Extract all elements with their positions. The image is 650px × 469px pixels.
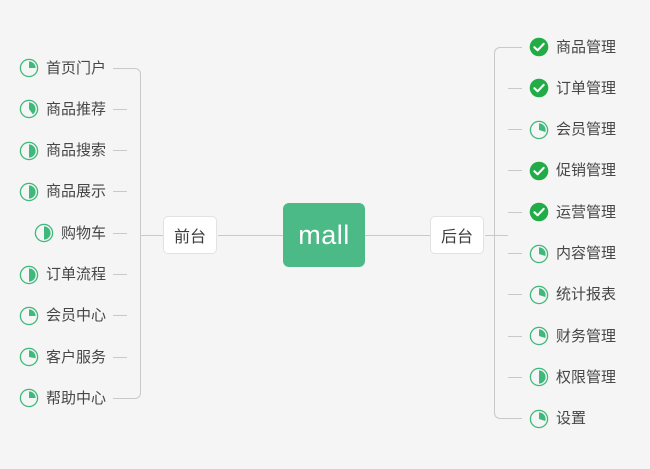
check-circle-icon	[529, 78, 549, 98]
leaf-label: 权限管理	[556, 368, 617, 386]
connector-root-to-frontend	[218, 235, 283, 236]
root-node-label: mall	[298, 219, 350, 250]
branch-node-frontend[interactable]: 前台	[163, 216, 217, 254]
pie-progress-icon	[529, 326, 549, 346]
leaf-stub	[508, 335, 522, 337]
leaf-label: 促销管理	[556, 162, 617, 180]
leaf-item-right-8[interactable]: 财务管理	[508, 324, 616, 348]
leaf-item-left-9[interactable]: 帮助中心	[19, 386, 127, 410]
pie-progress-icon	[529, 244, 549, 263]
leaf-stub	[508, 253, 522, 254]
bracket-right-spine	[494, 47, 508, 419]
branch-node-backend[interactable]: 后台	[430, 216, 484, 254]
leaf-item-right-2[interactable]: 订单管理	[508, 76, 616, 100]
leaf-stub	[113, 232, 127, 234]
leaf-stub	[508, 376, 522, 378]
leaf-stub	[113, 274, 127, 275]
leaf-label: 商品推荐	[45, 100, 106, 118]
leaf-item-left-8[interactable]: 客户服务	[19, 345, 127, 369]
check-circle-icon	[529, 202, 549, 222]
bracket-left-spine	[127, 68, 141, 399]
leaf-stub	[508, 129, 522, 131]
leaf-item-left-2[interactable]: 商品推荐	[19, 97, 127, 121]
leaf-item-right-5[interactable]: 运营管理	[508, 200, 616, 224]
leaf-stub	[113, 191, 127, 193]
connector-backend-to-spine	[485, 235, 508, 236]
pie-progress-icon	[19, 58, 39, 78]
pie-progress-icon	[19, 347, 39, 367]
connector-root-to-backend	[365, 235, 430, 236]
leaf-item-left-4[interactable]: 商品展示	[19, 180, 127, 204]
leaf-label: 客户服务	[45, 348, 106, 366]
leaf-label: 会员中心	[45, 307, 106, 325]
pie-progress-icon	[19, 389, 39, 408]
pie-progress-icon	[529, 409, 549, 428]
leaf-stub	[113, 397, 127, 399]
leaf-stub	[113, 315, 127, 317]
pie-progress-icon	[19, 265, 39, 284]
leaf-stub	[113, 108, 127, 110]
pie-progress-icon	[19, 100, 39, 119]
leaf-label: 设置	[556, 410, 587, 428]
check-circle-icon	[529, 37, 549, 57]
leaf-stub	[508, 170, 522, 172]
leaf-label: 内容管理	[556, 245, 617, 262]
leaf-item-left-6[interactable]: 订单流程	[19, 263, 127, 287]
leaf-stub	[508, 46, 522, 48]
connector-frontend-to-spine	[141, 235, 164, 236]
leaf-item-left-3[interactable]: 商品搜索	[19, 139, 127, 163]
branch-node-backend-label: 后台	[440, 229, 473, 246]
leaf-label: 订单流程	[45, 266, 106, 283]
leaf-stub	[508, 418, 522, 420]
leaf-label: 商品展示	[45, 183, 106, 201]
root-node-mall[interactable]: mall	[283, 203, 365, 267]
leaf-stub	[508, 211, 522, 213]
check-circle-icon	[529, 161, 549, 181]
leaf-label: 购物车	[60, 224, 106, 242]
leaf-label: 订单管理	[556, 79, 617, 97]
leaf-stub	[113, 356, 127, 358]
pie-progress-icon	[19, 182, 39, 202]
pie-progress-icon	[529, 368, 549, 387]
pie-progress-icon	[19, 141, 39, 160]
leaf-label: 首页门户	[45, 59, 106, 77]
leaf-stub	[508, 294, 522, 296]
leaf-item-left-7[interactable]: 会员中心	[19, 304, 127, 328]
leaf-label: 商品管理	[556, 38, 617, 56]
leaf-stub	[113, 150, 127, 152]
leaf-item-right-4[interactable]: 促销管理	[508, 159, 616, 183]
leaf-item-left-5[interactable]: 购物车	[34, 221, 127, 245]
pie-progress-icon	[34, 223, 54, 243]
leaf-item-right-10[interactable]: 设置	[508, 407, 586, 431]
pie-progress-icon	[529, 120, 549, 139]
leaf-item-right-7[interactable]: 统计报表	[508, 283, 616, 307]
branch-node-frontend-label: 前台	[173, 229, 206, 246]
leaf-label: 商品搜索	[45, 142, 106, 160]
leaf-item-right-3[interactable]: 会员管理	[508, 118, 616, 142]
leaf-stub	[113, 67, 127, 69]
pie-progress-icon	[19, 306, 39, 326]
leaf-label: 运营管理	[556, 203, 617, 221]
pie-progress-icon	[529, 285, 549, 305]
leaf-item-right-1[interactable]: 商品管理	[508, 35, 616, 59]
leaf-stub	[508, 87, 522, 89]
leaf-label: 财务管理	[556, 327, 617, 345]
leaf-label: 统计报表	[556, 286, 617, 304]
leaf-item-left-1[interactable]: 首页门户	[19, 56, 127, 80]
leaf-label: 会员管理	[556, 121, 617, 139]
leaf-item-right-6[interactable]: 内容管理	[508, 242, 616, 266]
leaf-label: 帮助中心	[45, 389, 106, 407]
leaf-item-right-9[interactable]: 权限管理	[508, 365, 616, 389]
